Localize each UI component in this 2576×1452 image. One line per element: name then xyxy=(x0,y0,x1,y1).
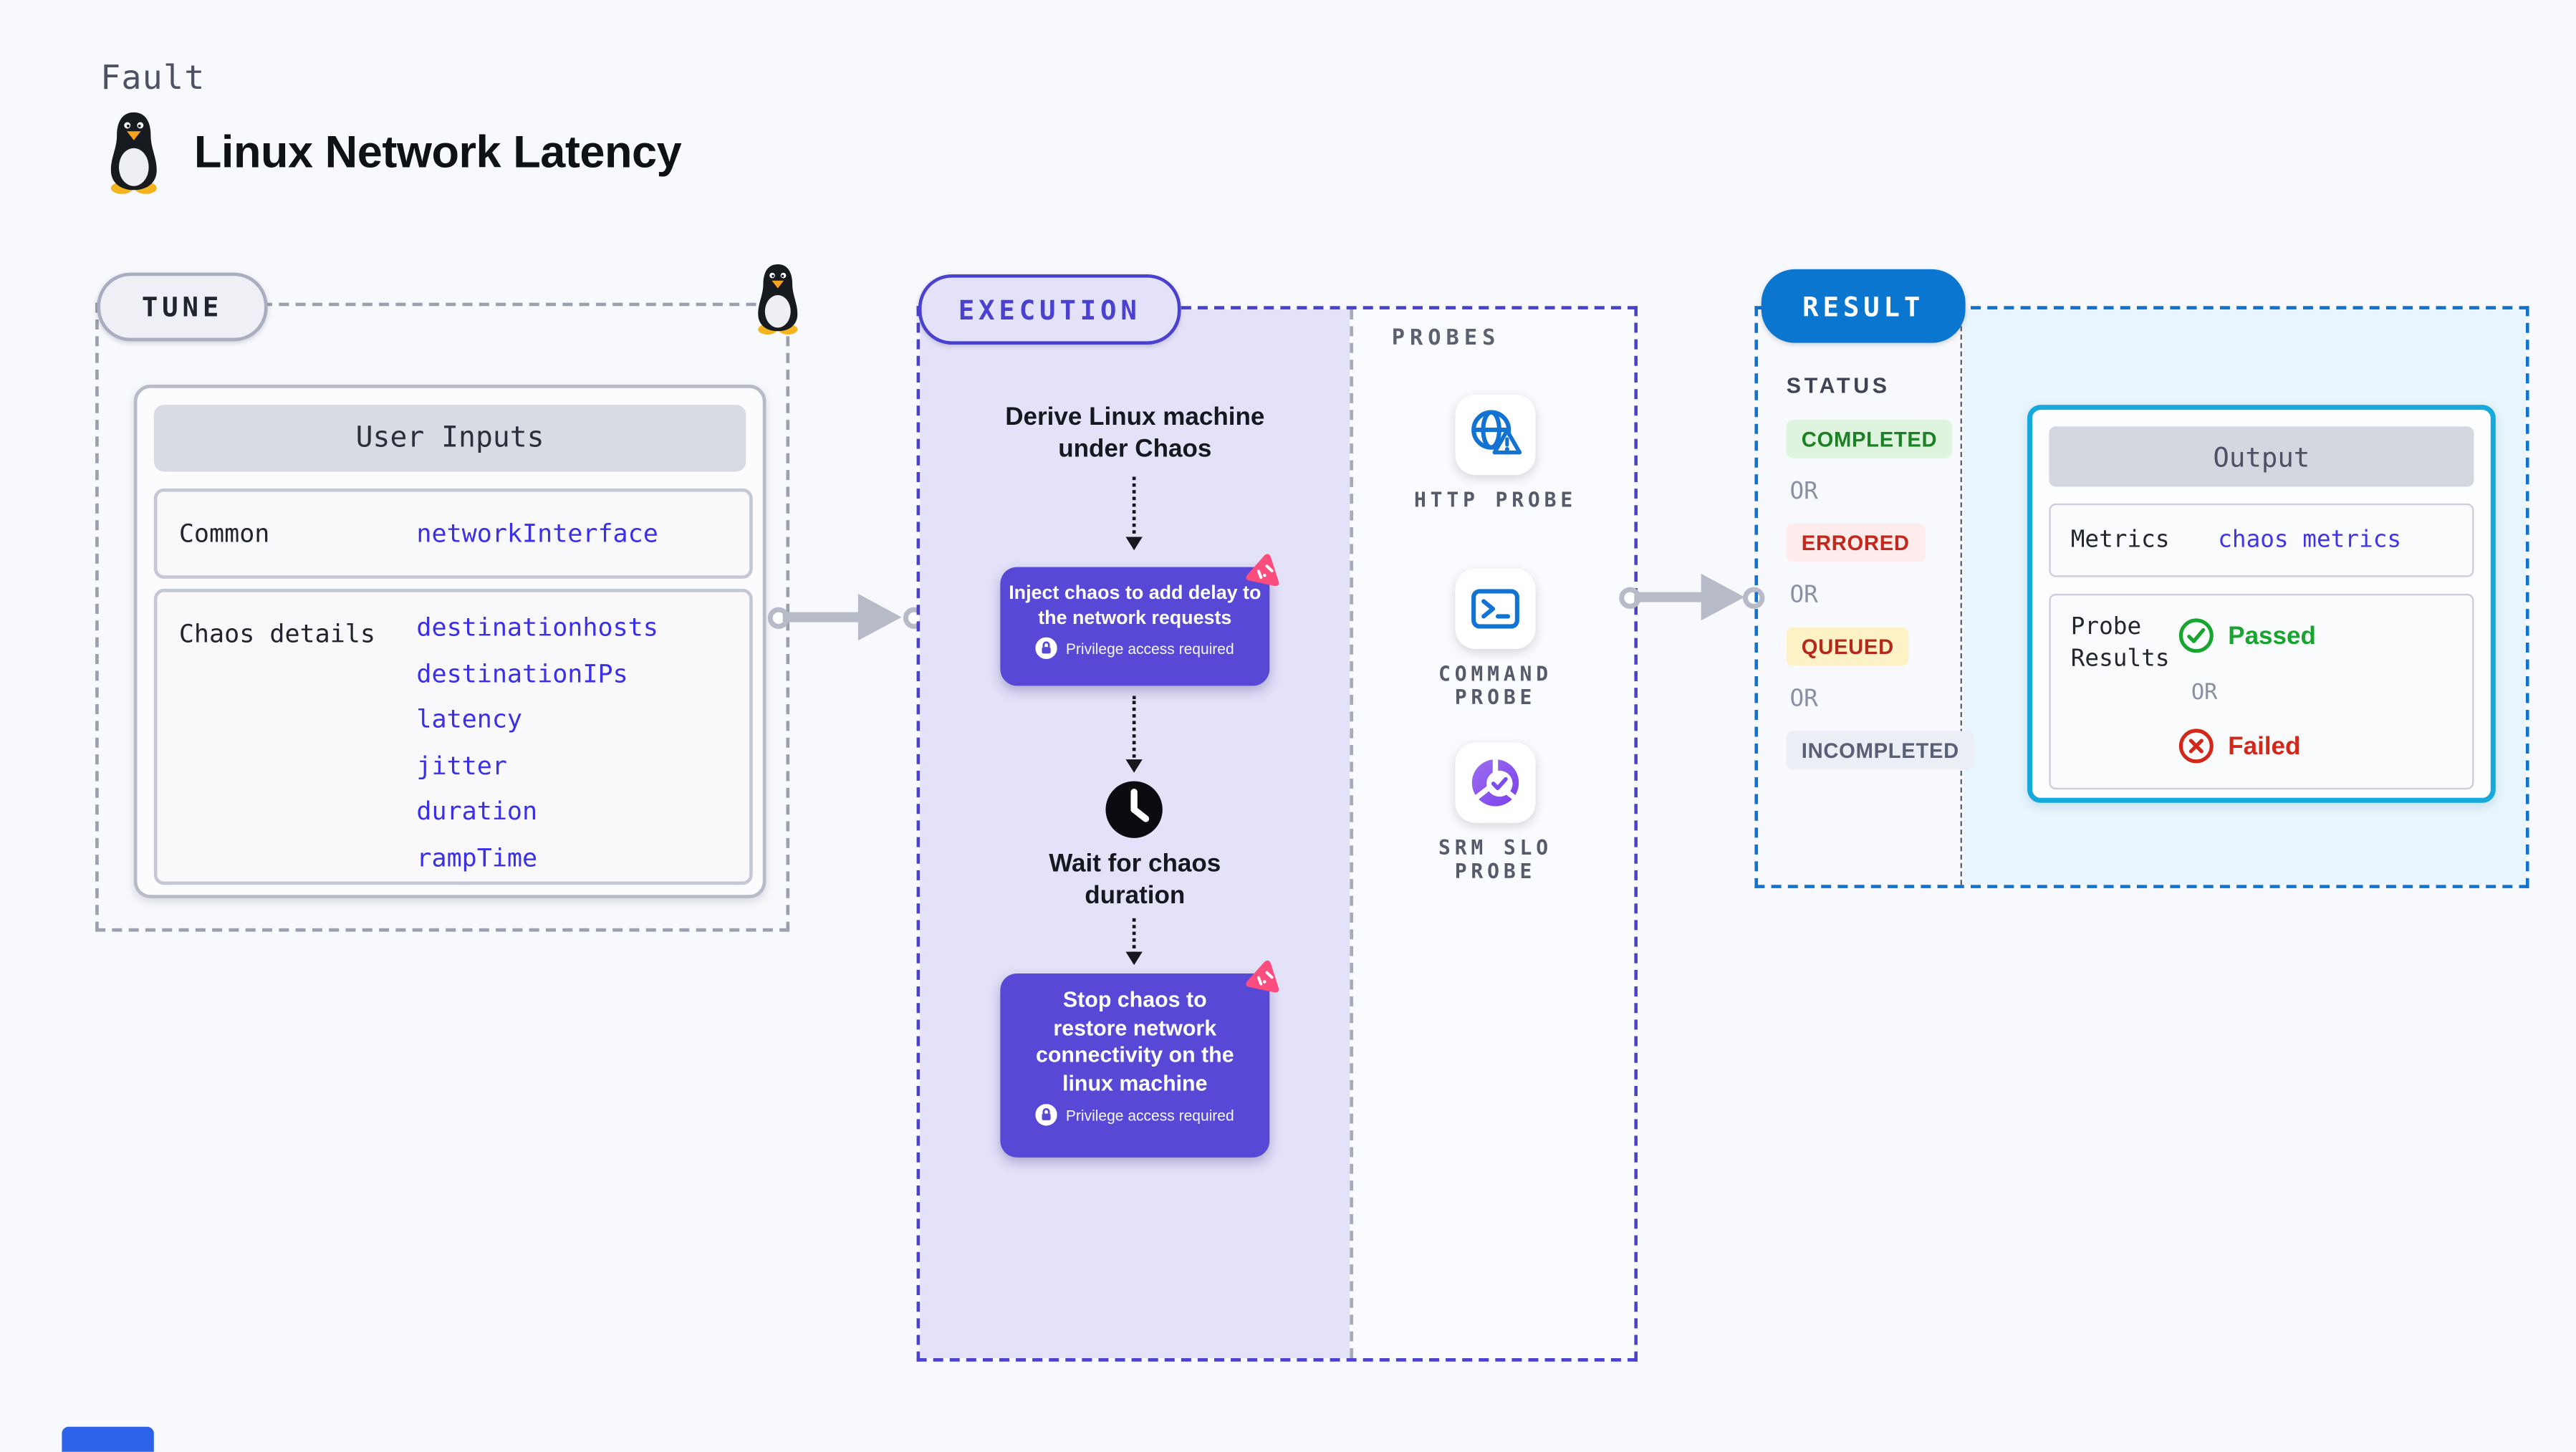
passed-label: Passed xyxy=(2228,621,2316,650)
command-probe-label: COMMAND PROBE xyxy=(1438,662,1552,710)
chaos-value: destinationhosts xyxy=(416,612,658,643)
output-card: Output Metrics chaos metrics Probe Resul… xyxy=(2027,405,2496,803)
chaos-details-row: Chaos details destinationhosts destinati… xyxy=(153,588,753,885)
chaos-details-label: Chaos details xyxy=(178,618,375,649)
chaos-value: rampTime xyxy=(416,842,538,872)
command-probe-card xyxy=(1455,568,1536,649)
chaos-icon xyxy=(1241,547,1288,594)
status-badge-completed: COMPLETED xyxy=(1786,420,1953,458)
stop-chaos-text: Stop chaos to restore network connectivi… xyxy=(1035,986,1234,1095)
status-badge-errored: ERRORED xyxy=(1786,523,1925,562)
or-label: OR xyxy=(1789,478,1818,506)
derive-machine-label: Derive Linux machine under Chaos xyxy=(1005,403,1265,463)
wait-clock-icon xyxy=(1104,779,1164,840)
inject-chaos-text: Inject chaos to add delay to the network… xyxy=(1009,583,1261,628)
page-title-row: Linux Network Latency xyxy=(100,110,682,194)
chaos-details-values: destinationhosts destinationIPs latency … xyxy=(416,605,658,881)
probe-results-label: Probe Results xyxy=(2070,613,2170,673)
connector-line xyxy=(1634,592,1705,602)
srm-slo-probe-label: SRM SLO PROBE xyxy=(1438,836,1552,883)
execution-section: PROBES HTTP PROBE COMMAND PROBE SRM SLO … xyxy=(916,306,1638,1362)
connector-arrowhead xyxy=(857,593,902,641)
chaos-value: duration xyxy=(416,796,538,827)
probe-results-row: Probe Results Passed OR Failed xyxy=(2049,593,2474,790)
tune-badge: TUNE xyxy=(97,272,268,342)
http-probe-card xyxy=(1455,395,1536,476)
status-separator xyxy=(1960,309,1962,885)
inject-chaos-node: Inject chaos to add delay to the network… xyxy=(1000,567,1269,686)
lock-icon xyxy=(1036,1104,1057,1125)
connector-arrowhead xyxy=(1701,573,1745,621)
flow-arrow-down xyxy=(1125,918,1143,966)
command-probe-icon xyxy=(1467,580,1524,637)
result-section: STATUS COMPLETED OR ERRORED OR QUEUED OR… xyxy=(1754,306,2529,888)
fault-kicker: Fault xyxy=(100,57,206,97)
failed-line: Failed xyxy=(2178,728,2300,764)
privilege-row: Privilege access required xyxy=(1000,638,1269,659)
linux-tux-icon-small xyxy=(749,263,806,335)
status-badge-queued: QUEUED xyxy=(1786,627,1909,666)
status-badge-incompleted: INCOMPLETED xyxy=(1786,731,1974,770)
result-badge: RESULT xyxy=(1761,269,1966,343)
flow-arrow-down xyxy=(1125,476,1143,551)
chat-widget-button[interactable] xyxy=(62,1426,154,1452)
failed-label: Failed xyxy=(2228,731,2301,761)
chaos-value: latency xyxy=(416,704,523,735)
srm-slo-probe-card xyxy=(1455,742,1536,823)
common-value: networkInterface xyxy=(416,518,658,549)
probes-pane: PROBES HTTP PROBE COMMAND PROBE SRM SLO … xyxy=(1350,309,1635,1359)
passed-line: Passed xyxy=(2178,617,2316,654)
probes-title: PROBES xyxy=(1391,326,1501,352)
privilege-row: Privilege access required xyxy=(1000,1104,1269,1125)
page-title: Linux Network Latency xyxy=(193,126,682,177)
chaos-value: jitter xyxy=(416,750,507,781)
metrics-label: Metrics xyxy=(2070,527,2170,554)
http-probe-icon xyxy=(1467,406,1524,463)
failed-x-icon xyxy=(2178,728,2214,764)
chaos-icon xyxy=(1241,953,1288,1000)
linux-tux-icon xyxy=(100,110,167,194)
user-inputs-header: User Inputs xyxy=(153,405,746,472)
metrics-row: Metrics chaos metrics xyxy=(2049,503,2474,577)
connector-line xyxy=(782,612,862,622)
or-label: OR xyxy=(2191,681,2218,706)
privilege-label: Privilege access required xyxy=(1065,640,1234,657)
srm-slo-probe-icon xyxy=(1467,754,1524,811)
metrics-value: chaos metrics xyxy=(2218,527,2402,554)
common-label: Common xyxy=(178,518,270,549)
or-label: OR xyxy=(1789,686,1818,713)
tune-section: User Inputs Common networkInterface Chao… xyxy=(95,302,790,932)
http-probe-label: HTTP PROBE xyxy=(1413,488,1577,512)
user-inputs-card: User Inputs Common networkInterface Chao… xyxy=(133,385,766,898)
connector-start-dot xyxy=(1619,587,1641,609)
status-title: STATUS xyxy=(1786,372,1890,398)
chaos-value: destinationIPs xyxy=(416,658,628,688)
output-header: Output xyxy=(2049,426,2474,487)
flow-arrow-down xyxy=(1125,696,1143,773)
common-input-row: Common networkInterface xyxy=(153,488,753,579)
connector-end-dot xyxy=(1743,587,1765,609)
privilege-label: Privilege access required xyxy=(1065,1106,1234,1123)
wait-duration-label: Wait for chaos duration xyxy=(1049,850,1221,910)
stop-chaos-node: Stop chaos to restore network connectivi… xyxy=(1000,973,1269,1158)
passed-check-icon xyxy=(2178,617,2214,654)
or-label: OR xyxy=(1789,582,1818,609)
lock-icon xyxy=(1036,638,1057,659)
execution-badge: EXECUTION xyxy=(918,274,1181,345)
